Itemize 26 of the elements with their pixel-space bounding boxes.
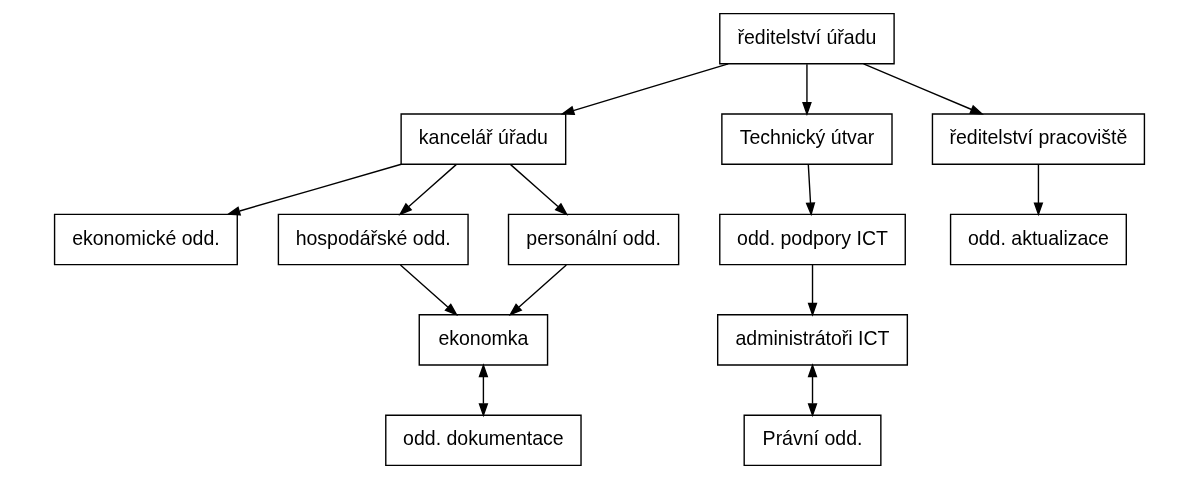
arrow xyxy=(398,163,457,216)
arrow xyxy=(508,264,567,317)
arrow xyxy=(1033,163,1043,217)
arrow xyxy=(801,63,812,116)
arrow xyxy=(399,264,458,317)
arrow xyxy=(807,264,817,317)
node-box: Právní odd. xyxy=(743,414,882,467)
node-box: ředitelství úřadu xyxy=(718,12,895,65)
node-box: hospodářské odd. xyxy=(277,213,469,266)
arrow xyxy=(478,363,488,418)
arrow xyxy=(559,63,729,116)
node-box: kancelář úřadu xyxy=(399,113,566,165)
node-box: Technický útvar xyxy=(720,113,893,165)
arrow xyxy=(805,163,815,217)
node-box: personální odd. xyxy=(507,213,679,266)
node-box: odd. dokumentace xyxy=(384,414,582,467)
arrow xyxy=(509,163,568,216)
node-box: ekonomické odd. xyxy=(53,213,238,266)
node-box: ředitelství pracoviště xyxy=(931,113,1145,165)
node-box: ekonomka xyxy=(418,314,548,366)
arrow xyxy=(225,163,402,216)
arrow xyxy=(807,363,817,418)
node-box: odd. podpory ICT xyxy=(718,213,906,266)
node-box: odd. aktualizace xyxy=(949,213,1127,266)
node-box: administrátoři ICT xyxy=(716,314,908,366)
arrow xyxy=(862,63,984,115)
